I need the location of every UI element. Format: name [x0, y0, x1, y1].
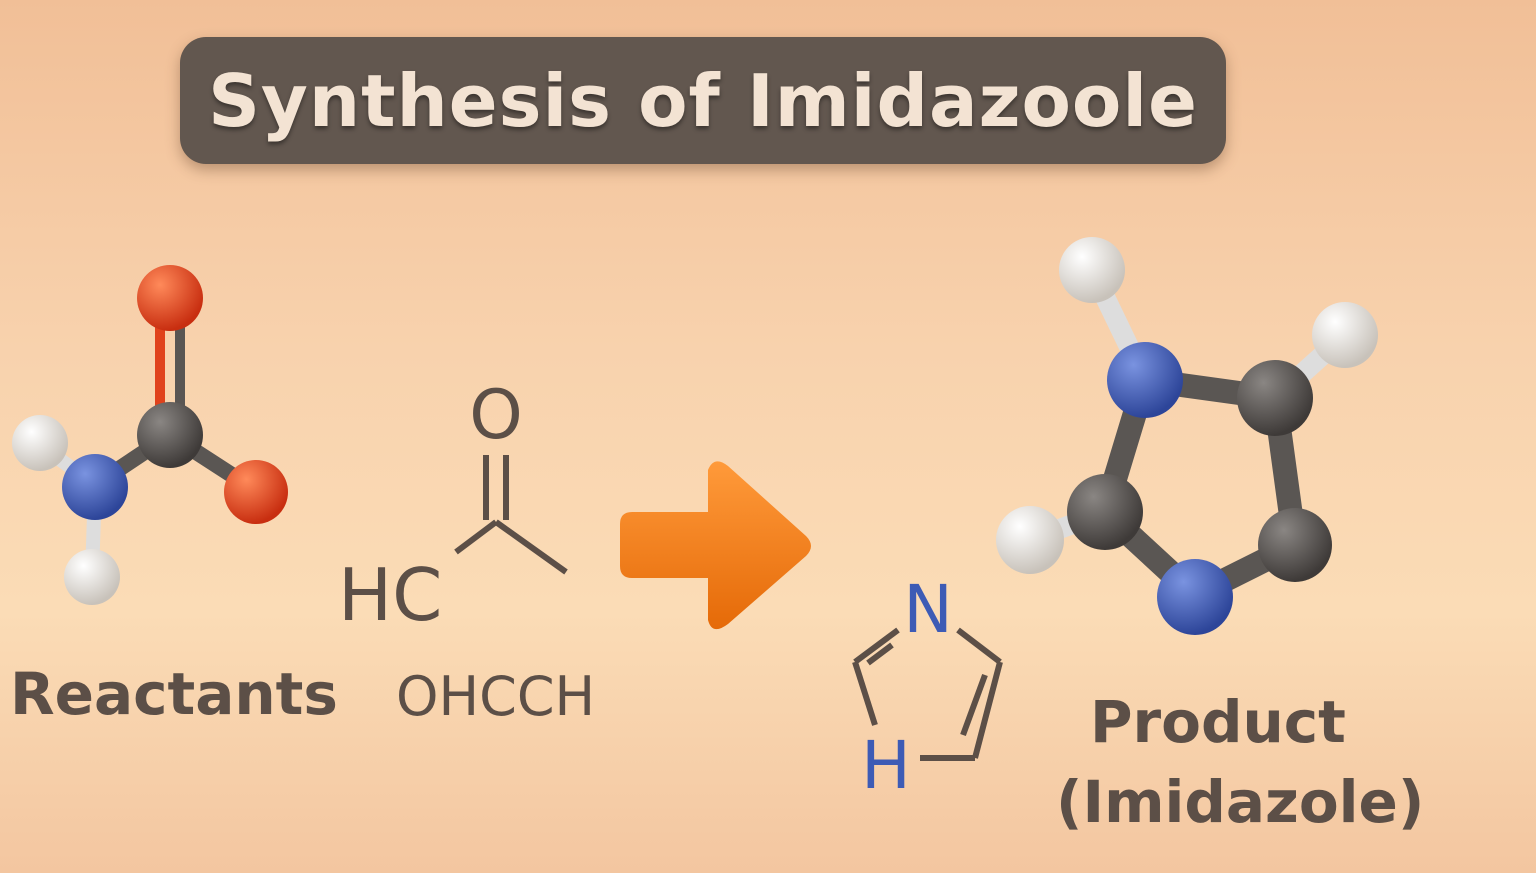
title: Synthesis of Imidazoole	[208, 58, 1198, 143]
product-label: Product	[1090, 688, 1346, 756]
aldehyde-structure	[454, 455, 568, 575]
product-molecule-model	[996, 237, 1378, 635]
reactant-molecule-model	[12, 265, 288, 605]
ring-hydrogen: H	[861, 727, 911, 804]
hc-group: HC	[338, 553, 442, 637]
reactants-label: Reactants	[10, 660, 338, 728]
formula-name: OHCCH	[396, 665, 595, 728]
reaction-arrow	[620, 461, 811, 630]
product-sublabel: (Imidazole)	[1056, 768, 1425, 836]
carbonyl-oxygen: O	[469, 376, 523, 455]
title-banner: Synthesis of Imidazoole	[180, 37, 1226, 164]
imidazole-structure	[852, 627, 1003, 761]
ring-nitrogen: N	[903, 571, 952, 648]
